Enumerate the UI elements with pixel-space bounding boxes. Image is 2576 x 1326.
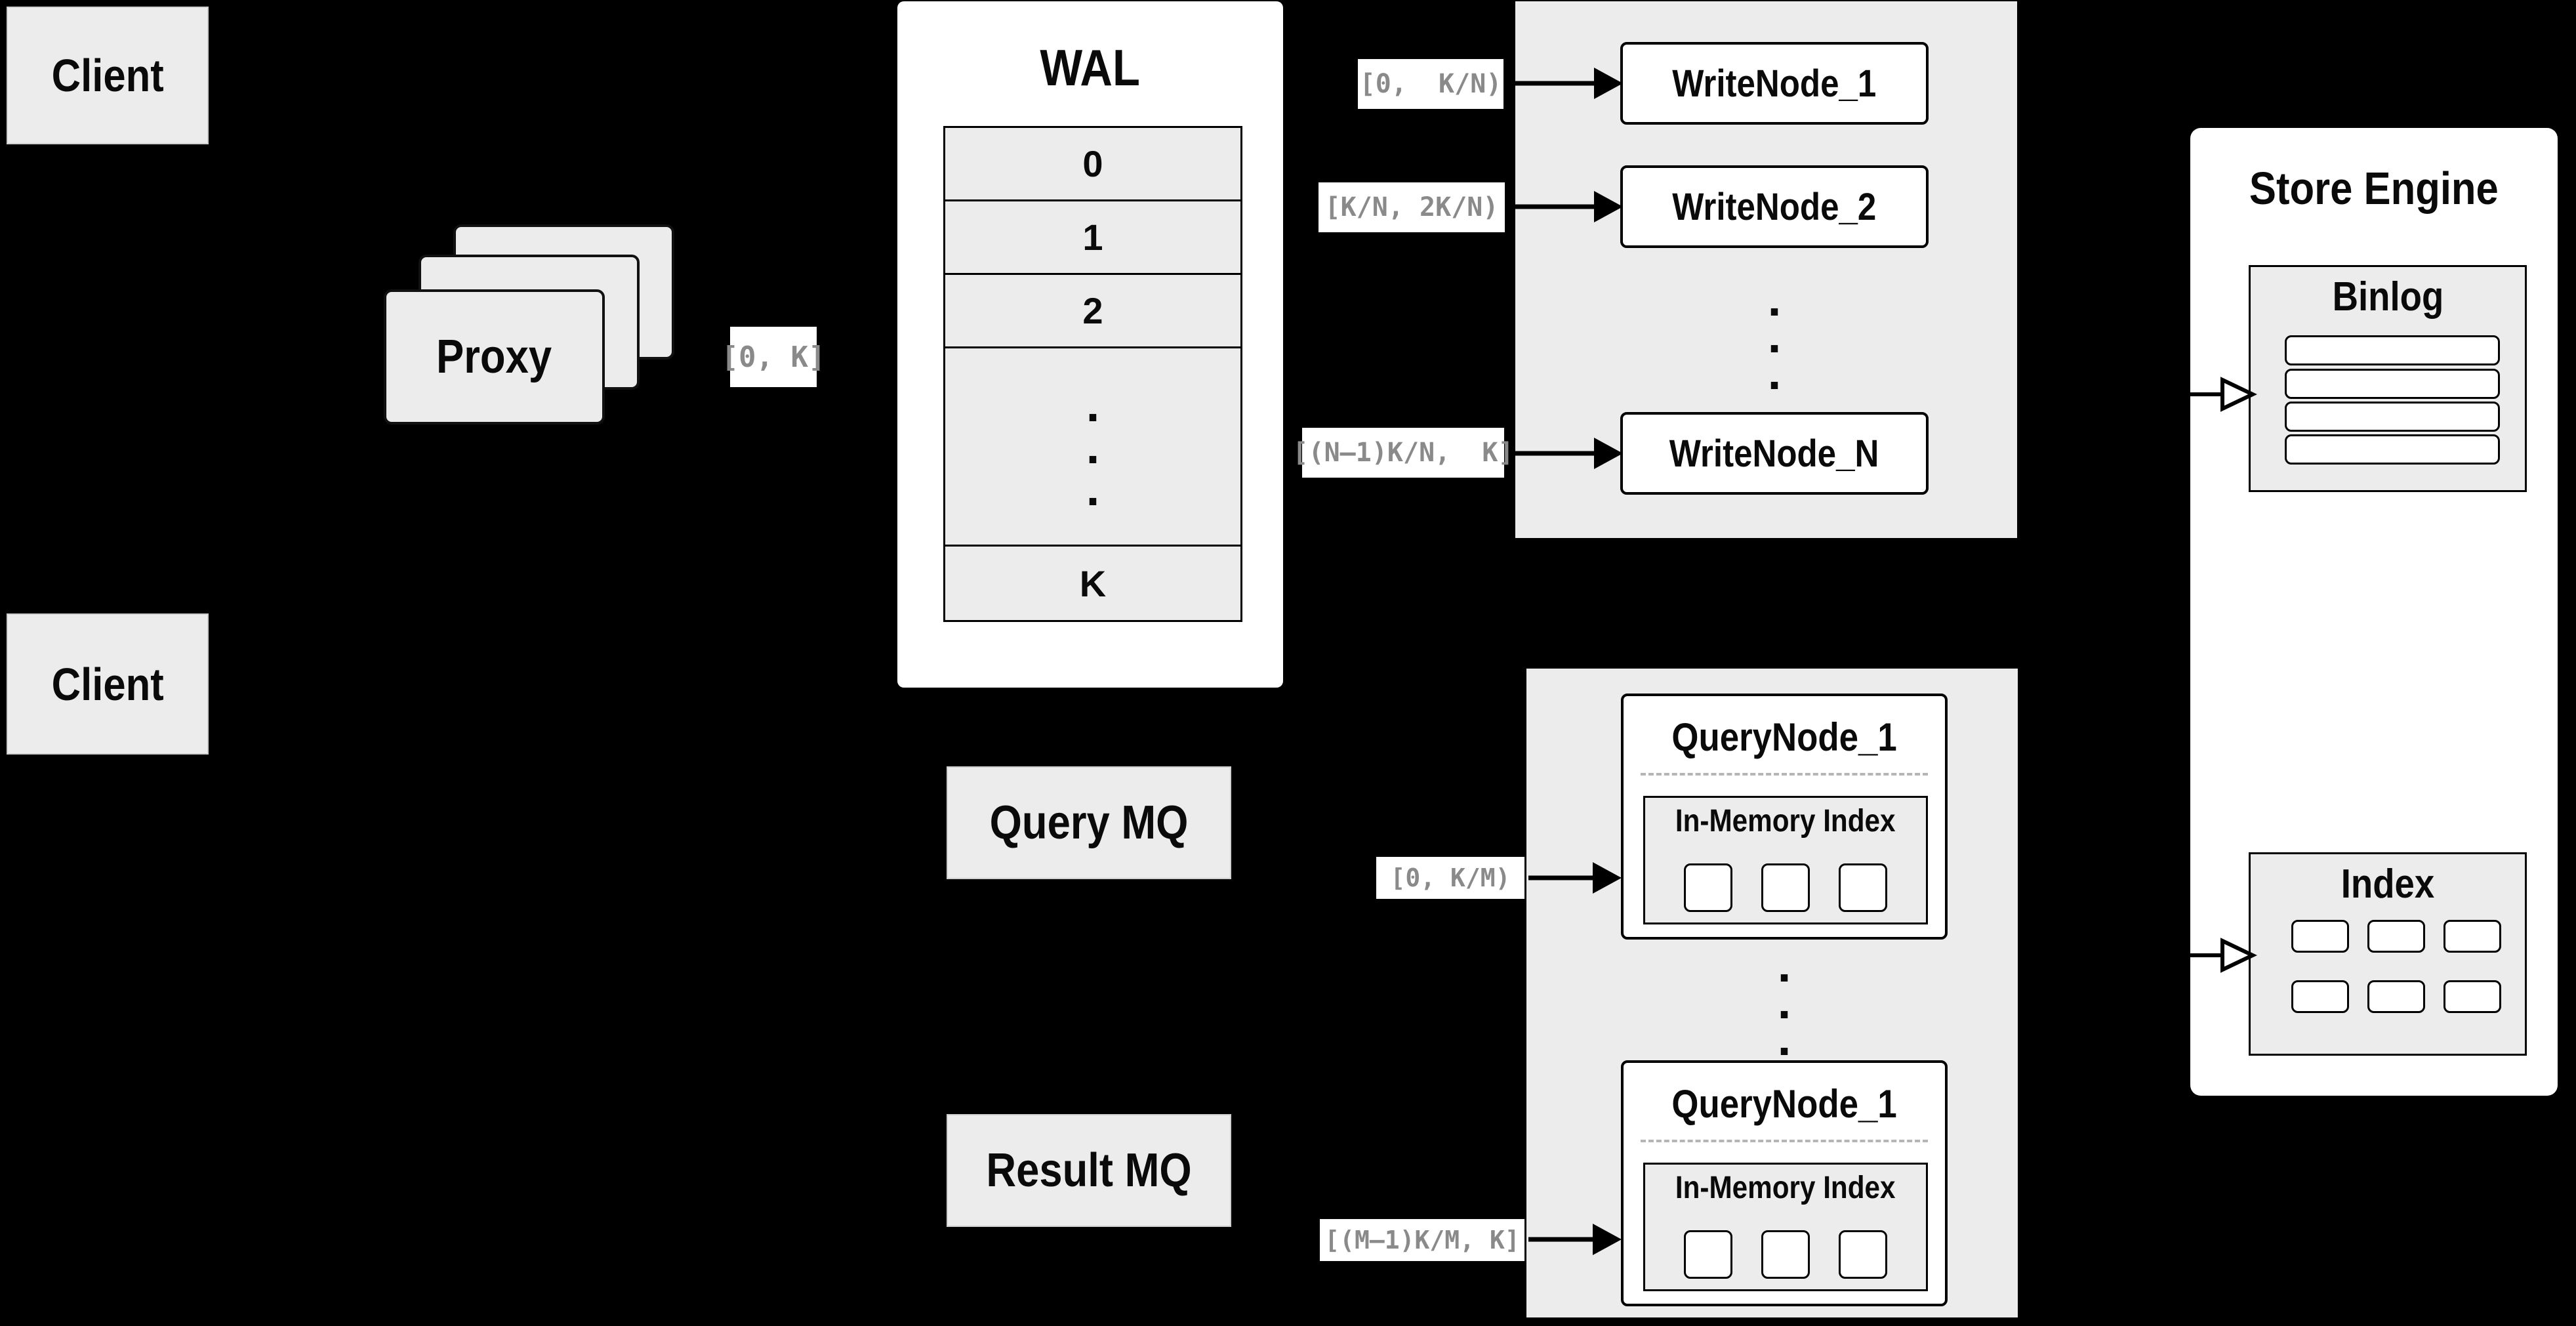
memory-segment-cell xyxy=(1684,1230,1732,1279)
memory-segment-row xyxy=(1645,1230,1926,1279)
range-label-querynode-1: [0, K/M) xyxy=(1376,857,1524,899)
binlog-label: Binlog xyxy=(2251,267,2525,320)
query-node-bottom-title: QueryNode_1 xyxy=(1624,1063,1945,1127)
ellipsis-dot: . xyxy=(1777,974,1791,1029)
wal-segment-table: 0 1 2 . . . K xyxy=(943,126,1242,622)
index-label: Index xyxy=(2251,854,2525,907)
dashed-divider xyxy=(1641,1140,1928,1142)
memory-segment-cell xyxy=(1839,1230,1887,1279)
query-node-top-title: QueryNode_1 xyxy=(1624,696,1945,760)
wal-segment-row: K xyxy=(945,547,1240,620)
wal-title: WAL xyxy=(897,38,1283,98)
client-box-top: Client xyxy=(7,7,209,144)
binlog-label-text: Binlog xyxy=(2332,274,2443,320)
binlog-segment-bar xyxy=(2285,434,2500,465)
wal-panel: WAL 0 1 2 . . . K xyxy=(897,1,1283,688)
range-label-writenode-2: [K/N, 2K/N) xyxy=(1319,182,1505,232)
query-node-ellipsis: . . . xyxy=(1621,937,1948,1066)
wal-title-text: WAL xyxy=(1040,39,1141,96)
write-node-1-box: WriteNode_1 xyxy=(1620,42,1929,125)
index-segment-cell xyxy=(2443,920,2501,953)
client-top-label: Client xyxy=(51,50,164,101)
write-node-2-box: WriteNode_2 xyxy=(1620,165,1929,248)
store-engine-title-text: Store Engine xyxy=(2249,163,2499,214)
ellipsis-dot: . xyxy=(1777,1010,1791,1066)
query-node-bottom-title-text: QueryNode_1 xyxy=(1671,1082,1897,1126)
in-memory-index-label-text: In-Memory Index xyxy=(1675,804,1896,839)
write-node-n-box: WriteNode_N xyxy=(1620,412,1929,495)
ellipsis-dot: . xyxy=(1086,377,1100,432)
wal-segment-row: 1 xyxy=(945,201,1240,275)
memory-segment-cell xyxy=(1761,1230,1810,1279)
in-memory-index-label-text: In-Memory Index xyxy=(1675,1171,1896,1205)
range-label-querynode-m: [(M–1)K/M, K] xyxy=(1320,1219,1524,1261)
write-node-ellipsis: . . . xyxy=(1620,267,1929,405)
range-label-writenode-1: [0, K/N) xyxy=(1358,59,1503,109)
query-node-top-title-text: QueryNode_1 xyxy=(1671,715,1897,759)
binlog-segment-bar xyxy=(2285,369,2500,399)
memory-segment-row xyxy=(1645,863,1926,912)
range-label-proxy-to-wal: [0, K] xyxy=(722,327,825,387)
binlog-segment-bar xyxy=(2285,402,2500,432)
memory-segment-cell xyxy=(1761,863,1810,912)
proxy-label: Proxy xyxy=(436,331,552,383)
arrow-right-icon xyxy=(1528,1224,1622,1255)
query-node-top-box: QueryNode_1 In-Memory Index xyxy=(1621,694,1948,940)
open-arrow-right-icon xyxy=(2184,938,2257,973)
index-segment-cell xyxy=(2291,920,2349,953)
index-label-text: Index xyxy=(2341,861,2435,907)
write-node-2-label: WriteNode_2 xyxy=(1672,185,1877,228)
ellipsis-dot: . xyxy=(1767,345,1782,400)
query-mq-box: Query MQ xyxy=(947,766,1231,879)
client-box-bottom: Client xyxy=(7,613,209,755)
arrow-right-icon xyxy=(1513,68,1623,99)
binlog-segment-bar xyxy=(2285,335,2500,365)
binlog-box: Binlog xyxy=(2249,265,2527,492)
index-box: Index xyxy=(2249,852,2527,1056)
wal-ellipsis-row: . . . xyxy=(945,348,1240,547)
store-engine-panel: Store Engine Binlog Index xyxy=(2190,128,2558,1096)
memory-segment-cell xyxy=(1839,863,1887,912)
query-mq-label: Query MQ xyxy=(989,797,1189,849)
wal-segment-row: 2 xyxy=(945,275,1240,348)
ellipsis-dot: . xyxy=(1777,937,1791,992)
proxy-card-front: Proxy xyxy=(384,289,605,425)
result-mq-box: Result MQ xyxy=(947,1114,1231,1227)
in-memory-index-box-top: In-Memory Index xyxy=(1643,796,1928,924)
arrow-right-icon xyxy=(1528,862,1622,894)
in-memory-index-label: In-Memory Index xyxy=(1645,798,1926,839)
ellipsis-dot: . xyxy=(1767,308,1782,363)
ellipsis-dot: . xyxy=(1086,461,1100,516)
index-segment-cell xyxy=(2367,920,2425,953)
ellipsis-dot: . xyxy=(1086,419,1100,474)
in-memory-index-label: In-Memory Index xyxy=(1645,1165,1926,1206)
write-node-n-label: WriteNode_N xyxy=(1669,432,1879,475)
arrow-right-icon xyxy=(1513,438,1623,469)
range-label-writenode-n: [(N–1)K/N, K] xyxy=(1292,428,1514,478)
index-segment-cell xyxy=(2367,980,2425,1013)
write-node-1-label: WriteNode_1 xyxy=(1672,62,1877,105)
dashed-divider xyxy=(1641,773,1928,776)
ellipsis-dot: . xyxy=(1767,272,1782,326)
arrow-right-icon xyxy=(1513,191,1623,222)
index-segment-cell xyxy=(2443,980,2501,1013)
open-arrow-right-icon xyxy=(2184,377,2257,412)
query-node-panel: QueryNode_1 In-Memory Index . . . QueryN… xyxy=(1526,669,2018,1317)
store-engine-title: Store Engine xyxy=(2190,162,2558,215)
index-segment-cell xyxy=(2291,980,2349,1013)
wal-segment-row: 0 xyxy=(945,128,1240,201)
client-bottom-label: Client xyxy=(51,658,164,710)
query-node-bottom-box: QueryNode_1 In-Memory Index xyxy=(1621,1060,1948,1306)
result-mq-label: Result MQ xyxy=(986,1144,1192,1197)
memory-segment-cell xyxy=(1684,863,1732,912)
in-memory-index-box-bottom: In-Memory Index xyxy=(1643,1163,1928,1291)
